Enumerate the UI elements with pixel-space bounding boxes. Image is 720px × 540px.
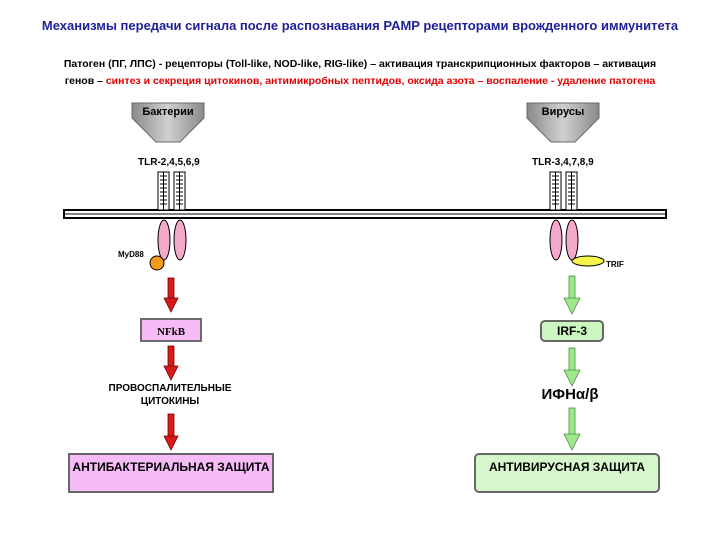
- ifn-label: ИФНα/β: [541, 386, 599, 403]
- antibacterial-defense-box: АНТИБАКТЕРИАЛЬНАЯ ЗАЩИТА: [68, 453, 274, 493]
- intro-text-red: синтез и секреция цитокинов, антимикробн…: [105, 75, 656, 87]
- nfkb-box: NFkB: [140, 318, 202, 342]
- antiviral-defense-box: АНТИВИРУСНАЯ ЗАЩИТА: [474, 453, 660, 493]
- tlr-right-receptor: [549, 171, 579, 261]
- cytokines-label: ПРОВОСПАЛИТЕЛЬНЫЕ ЦИТОКИНЫ: [108, 383, 232, 407]
- diagram-title: Механизмы передачи сигнала после распозн…: [41, 18, 679, 33]
- right-arrow-3: [563, 407, 581, 451]
- trif-label: TRIF: [606, 260, 624, 269]
- left-arrow-1: [163, 277, 179, 313]
- tlr-left-receptor: [157, 171, 187, 261]
- right-arrow-2: [563, 347, 581, 387]
- tlr-left-label: TLR-2,4,5,6,9: [138, 157, 200, 168]
- intro-text-black: Патоген (ПГ, ЛПС) - рецепторы (Toll-like…: [63, 58, 657, 70]
- tlr-right-label: TLR-3,4,7,8,9: [532, 157, 594, 168]
- virus-source-arrow: [526, 102, 600, 143]
- intro-text-genes: генов –: [64, 75, 106, 87]
- left-arrow-3: [163, 413, 179, 451]
- viruses-label: Вирусы: [541, 106, 585, 118]
- myd88-adaptor: [149, 255, 165, 271]
- intro-line-2: генов – синтез и секреция цитокинов, ант…: [10, 75, 710, 87]
- left-arrow-2: [163, 345, 179, 381]
- bacteria-source-arrow: [131, 102, 205, 143]
- myd88-label: MyD88: [118, 250, 144, 259]
- irf3-box: IRF-3: [540, 320, 604, 342]
- trif-adaptor: [571, 255, 605, 267]
- right-arrow-1: [563, 275, 581, 315]
- intro-line-1: Патоген (ПГ, ЛПС) - рецепторы (Toll-like…: [10, 58, 710, 70]
- bacteria-label: Бактерии: [142, 106, 194, 118]
